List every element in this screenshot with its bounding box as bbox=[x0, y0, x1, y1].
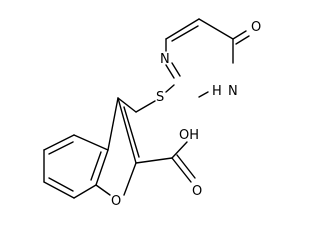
bond-c2f-cacid bbox=[135, 157, 173, 164]
thioether-linker bbox=[117, 84, 175, 113]
pyrimidinone-ring bbox=[165, 18, 250, 98]
bond-c6b-c7 bbox=[43, 181, 75, 199]
bond-of-c7a bbox=[95, 184, 111, 196]
bond-s-ch2 bbox=[135, 100, 156, 113]
bond-n1-c2 bbox=[165, 64, 175, 79]
bond-c5-c6-inner bbox=[171, 25, 199, 42]
acid-hydroxyl-label: OH bbox=[179, 128, 199, 143]
bond-c3-c2f bbox=[117, 97, 137, 164]
benzofuran-core bbox=[43, 97, 140, 199]
bond-c7a-c3a bbox=[95, 149, 109, 186]
carbonyl-oxygen-label: O bbox=[251, 20, 261, 35]
ring-nitrogen-top-label: N bbox=[160, 52, 170, 67]
sulfur-label: S bbox=[156, 90, 164, 105]
bond-c5-c4 bbox=[198, 18, 234, 40]
bond-c2-n3 bbox=[198, 91, 209, 98]
bond-c3a-c4 bbox=[73, 134, 109, 151]
bond-c3-c3a bbox=[107, 97, 119, 151]
bond-c2-s bbox=[165, 84, 175, 93]
bond-c7-c7a bbox=[73, 184, 97, 199]
bond-cacid-o-a bbox=[171, 157, 192, 183]
bond-c5-c6 bbox=[165, 18, 200, 40]
bond-c6b-c7-inner bbox=[48, 177, 74, 192]
bond-cacid-oh bbox=[171, 141, 188, 159]
bond-c2f-of bbox=[123, 162, 137, 196]
acid-carbonyl-oxygen-label: O bbox=[192, 184, 202, 199]
bond-n1-c2-inner bbox=[171, 62, 181, 77]
bond-c7a-c3a-inner bbox=[90, 151, 102, 181]
bond-c3-c2f-inner bbox=[123, 106, 140, 158]
furan-oxygen-label: O bbox=[111, 194, 121, 209]
bond-c4-c5-inner bbox=[48, 141, 74, 155]
ring-nitrogen-bottom-label: N bbox=[228, 84, 238, 99]
chemical-structure: O N H N S OH O O bbox=[43, 18, 261, 209]
ring-nitrogen-h-label: H bbox=[212, 84, 222, 99]
bond-cacid-o-b bbox=[176, 154, 196, 179]
bond-ch2-c3 bbox=[117, 97, 137, 113]
bond-c4-o-a bbox=[232, 30, 247, 40]
bond-c4-o-b bbox=[235, 35, 250, 45]
carboxylic-acid bbox=[135, 141, 196, 183]
bond-c4-c5 bbox=[43, 134, 75, 151]
